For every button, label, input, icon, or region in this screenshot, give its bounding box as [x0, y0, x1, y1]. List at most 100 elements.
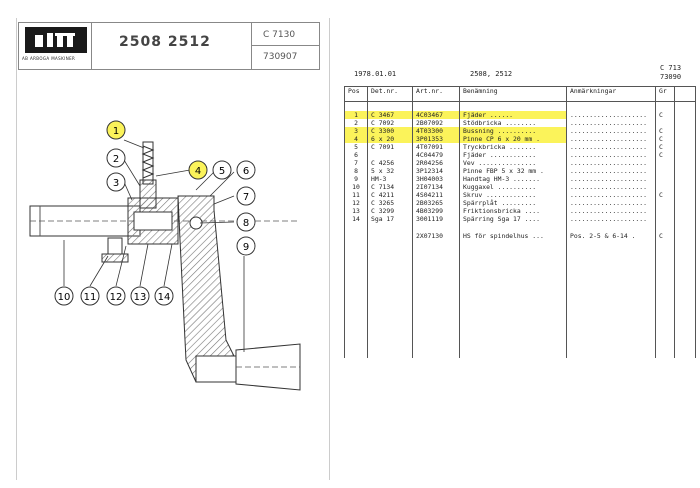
- col-remarks: Anmärkningar: [566, 86, 656, 102]
- svg-text:12: 12: [110, 292, 123, 303]
- table-cell-det: 6 x 20: [367, 135, 413, 143]
- table-cell-ben: Kuggaxel ..........: [459, 183, 567, 191]
- table-cell-pos: 11: [344, 191, 368, 199]
- callout-11: [80, 286, 100, 306]
- spring: [141, 141, 155, 185]
- table-cell-det: C 7091: [367, 143, 413, 151]
- callout-5: [212, 160, 232, 180]
- set-screw: [101, 237, 129, 263]
- table-cell-ben: Spärrplåt .........: [459, 199, 567, 207]
- table-cell-pos: 9: [344, 175, 368, 183]
- table-cell-det: HM-3: [367, 175, 413, 183]
- table-cell-gr: [655, 207, 675, 215]
- callout-10: [54, 286, 74, 306]
- svg-text:14: 14: [158, 292, 171, 303]
- table-cell-pos: 2: [344, 119, 368, 127]
- table-cell-art: 2B03265: [412, 199, 460, 207]
- table-cell-art: 3001119: [412, 215, 460, 223]
- list-code: C 713: [660, 64, 682, 72]
- svg-text:3: 3: [113, 178, 119, 189]
- svg-text:11: 11: [84, 292, 97, 303]
- table-cell-anm: ....................: [566, 175, 656, 183]
- table-cell-gr: [655, 199, 675, 207]
- table-cell-pos: 7: [344, 159, 368, 167]
- drawing-code: C 7130: [263, 30, 296, 40]
- table-cell-ben: Friktionsbricka ....: [459, 207, 567, 215]
- table-cell-art: 4B03299: [412, 207, 460, 215]
- table-cell-det: C 3265: [367, 199, 413, 207]
- table-cell-art: 3P12314: [412, 167, 460, 175]
- table-cell-anm: ....................: [566, 183, 656, 191]
- parts-table-header: Pos Det.nr. Art.nr. Benämning Anmärkning…: [344, 86, 696, 102]
- drawing-title-block: AB ARBOGA MASKINER 2508 2512 C 7130 7309…: [18, 22, 320, 70]
- svg-text:5: 5: [219, 166, 225, 177]
- table-cell-gr: C: [655, 143, 675, 151]
- table-cell-gr: C: [655, 111, 675, 119]
- table-cell-pos: 3: [344, 127, 368, 135]
- table-cell-gr: C: [655, 191, 675, 199]
- table-cell-ben: Handtag HM-3 .......: [459, 175, 567, 183]
- table-cell-det: C 4256: [367, 159, 413, 167]
- table-cell-pos: 5: [344, 143, 368, 151]
- table-cell-gr: [655, 119, 675, 127]
- svg-text:2: 2: [113, 154, 119, 165]
- table-cell-gr: [655, 175, 675, 183]
- table-cell-ben: Pinne FBP 5 x 32 mm .: [459, 167, 567, 175]
- table-cell-gr: C: [655, 232, 675, 240]
- table-cell-det: C 3467: [367, 111, 413, 119]
- table-cell-pos: 10: [344, 183, 368, 191]
- company-logo: [25, 27, 87, 53]
- callout-1: [106, 120, 126, 140]
- table-cell-anm: ....................: [566, 119, 656, 127]
- col-group: Gr: [655, 86, 675, 102]
- table-cell-det: C 7134: [367, 183, 413, 191]
- table-cell-ben: Spärring Sga 17 ....: [459, 215, 567, 223]
- table-cell-ben: Bussning ..........: [459, 127, 567, 135]
- table-cell-pos: [344, 232, 368, 240]
- table-cell-anm: ....................: [566, 191, 656, 199]
- table-cell-art: 2B07092: [412, 119, 460, 127]
- table-cell-ben: HS för spindelhus ...: [459, 232, 567, 240]
- list-models: 2508, 2512: [470, 70, 513, 78]
- callout-12: [106, 286, 126, 306]
- table-cell-det: [367, 151, 413, 159]
- callout-3: [106, 172, 126, 192]
- table-cell-art: 2I07134: [412, 183, 460, 191]
- svg-text:4: 4: [195, 166, 201, 177]
- table-cell-anm: ....................: [566, 159, 656, 167]
- table-cell-gr: [655, 159, 675, 167]
- callout-2: [106, 148, 126, 168]
- svg-text:13: 13: [134, 292, 147, 303]
- table-cell-pos: 12: [344, 199, 368, 207]
- callout-9: [236, 236, 256, 256]
- table-cell-pos: 8: [344, 167, 368, 175]
- table-cell-art: 3H04003: [412, 175, 460, 183]
- svg-text:6: 6: [243, 166, 249, 177]
- table-cell-det: 5 x 32: [367, 167, 413, 175]
- company-name: AB ARBOGA MASKINER: [22, 56, 76, 61]
- table-cell-det: C 3299: [367, 207, 413, 215]
- table-cell-ben: Tryckbricka .......: [459, 143, 567, 151]
- table-cell-pos: 6: [344, 151, 368, 159]
- svg-text:10: 10: [58, 292, 71, 303]
- col-extra: [674, 86, 696, 102]
- drawing-sheet: [16, 18, 330, 480]
- table-cell-anm: ....................: [566, 215, 656, 223]
- list-date: 1978.01.01: [354, 70, 397, 78]
- table-cell-pos: 1: [344, 111, 368, 119]
- drawing-number: 730907: [263, 52, 298, 62]
- table-cell-ben: Skruv .............: [459, 191, 567, 199]
- table-cell-det: C 4211: [367, 191, 413, 199]
- col-name: Benämning: [459, 86, 567, 102]
- table-cell-anm: ....................: [566, 135, 656, 143]
